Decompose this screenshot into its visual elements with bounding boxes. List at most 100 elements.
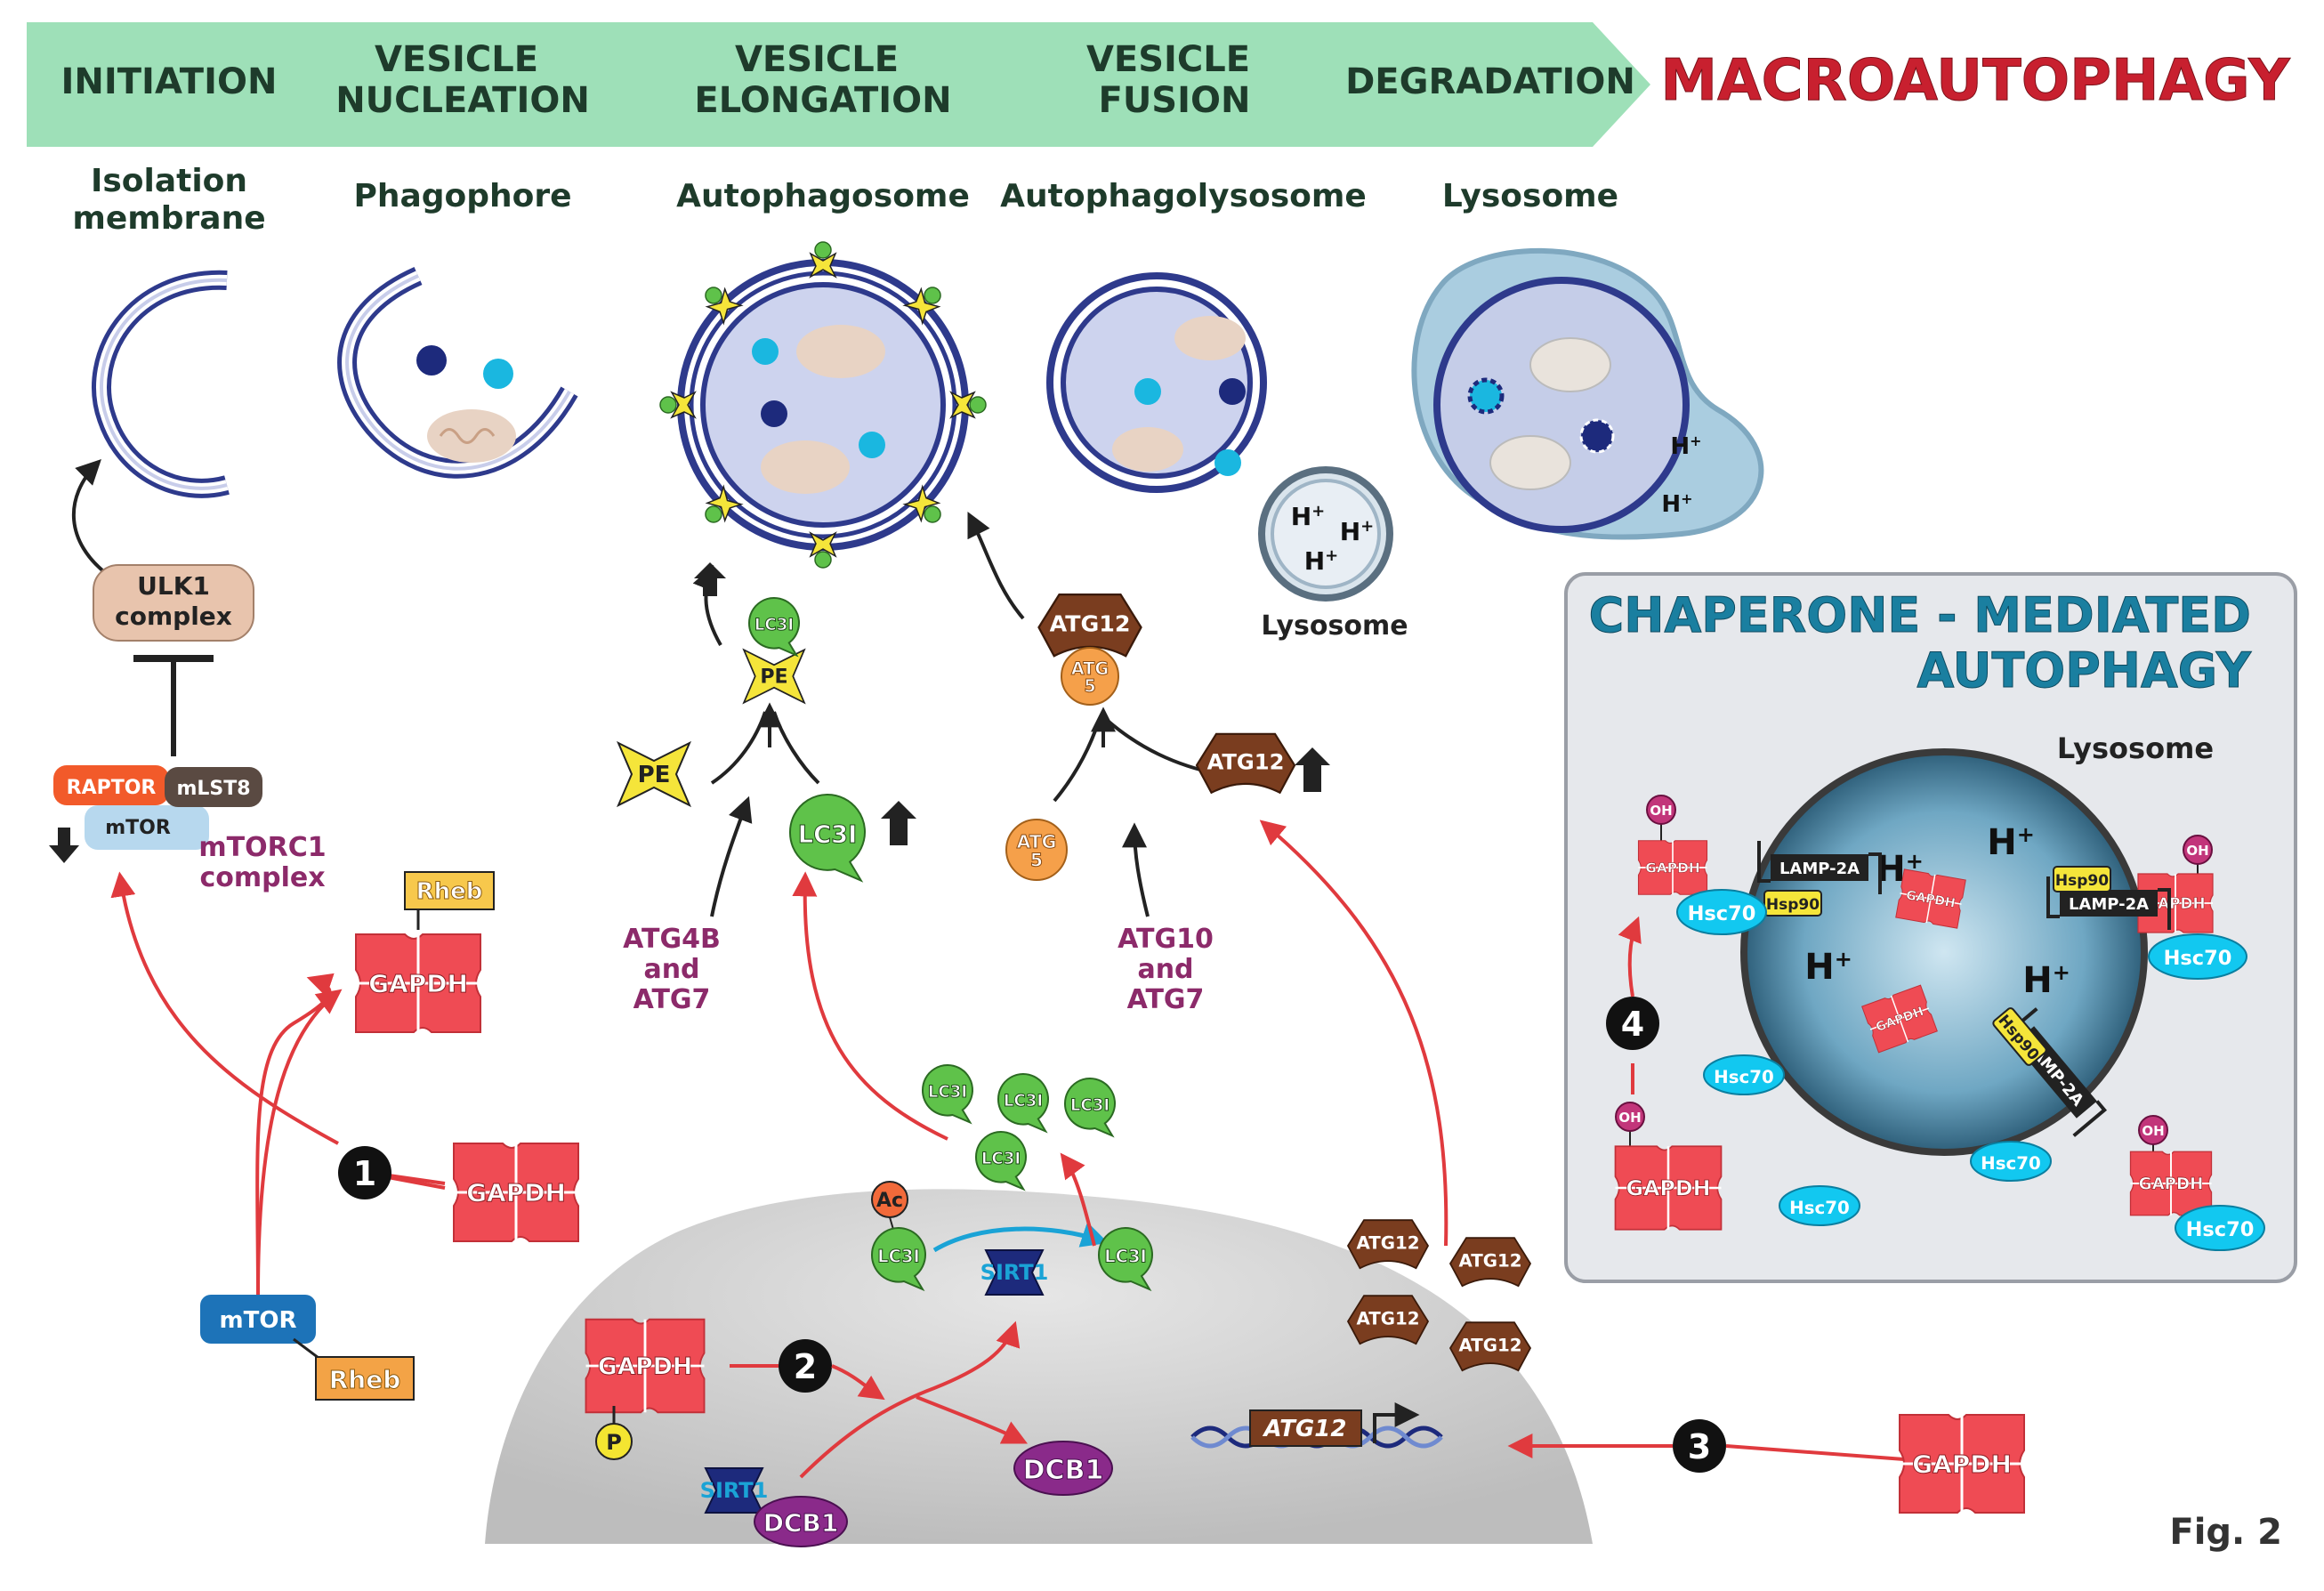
arrow-mtor-to-gapdh <box>256 989 343 1296</box>
gapdh: GAPDH <box>2129 1151 2213 1216</box>
label-autophagolysosome: Autophagolysosome <box>1000 178 1367 214</box>
hsp90: Hsp90 <box>2053 866 2111 892</box>
oh-group: OH <box>2138 1115 2168 1164</box>
svg-text:3: 3 <box>1688 1427 1711 1466</box>
atg12-label: ATG12 <box>1356 1309 1419 1329</box>
isolation-membrane <box>92 270 230 498</box>
free-mtor-box <box>200 1295 316 1344</box>
mtor-box <box>85 805 209 850</box>
pe-label: PE <box>760 666 787 689</box>
atg12-label: ATG12 <box>1458 1251 1521 1272</box>
lc3-label: LC3I <box>754 616 794 634</box>
sirt1-label: SIRT1 <box>980 1260 1049 1285</box>
sirt1-label: SIRT1 <box>700 1478 769 1503</box>
gapdh-label: GAPDH <box>598 1353 692 1381</box>
stage-fusion: VESICLE FUSION <box>1086 39 1263 121</box>
proton: H+ <box>1304 546 1339 576</box>
atg5-label: 5 <box>1084 676 1095 697</box>
pe-lipid: PE <box>617 740 691 808</box>
gapdh: GAPDH <box>1899 1414 2025 1514</box>
cargo-dot <box>483 359 513 389</box>
lc3-pe-marker <box>949 391 987 419</box>
atg12-label: ATG12 <box>1356 1233 1419 1254</box>
hsp90: Hsp90 <box>1763 890 1822 917</box>
mlst8-label: mLST8 <box>176 778 250 800</box>
sirt1-protein: SIRT1 <box>700 1467 769 1514</box>
oh-label: OH <box>2186 843 2208 859</box>
stage-initiation: INITIATION <box>61 61 278 102</box>
svg-text:4: 4 <box>1621 1005 1644 1044</box>
atg12-protein: ATG12 <box>1037 594 1142 658</box>
macroautophagy-title: MACROAUTOPHAGY <box>1660 48 2290 114</box>
svg-text:H+: H+ <box>1987 822 2035 863</box>
gapdh: GAPDH <box>1895 868 1966 929</box>
oh-label: OH <box>1618 1110 1641 1126</box>
gapdh: GAPDH <box>2137 873 2214 933</box>
pe-lipid: PE <box>742 648 806 705</box>
gapdh-label: GAPDH <box>1912 1450 2012 1479</box>
hsc70-label: Hsc70 <box>2164 947 2232 970</box>
atg12-protein: ATG12 <box>1448 1321 1532 1372</box>
rheb-box <box>404 871 495 910</box>
svg-text:1: 1 <box>353 1154 376 1193</box>
gapdh: GAPDH <box>1861 984 1938 1054</box>
stage-nucleation: VESICLE NUCLEATION <box>335 39 590 121</box>
dcb1-free <box>1013 1441 1113 1496</box>
atg5-label: ATG <box>1071 658 1109 679</box>
hsc70: Hsc70 <box>1676 889 1767 935</box>
label-small-lysosome: Lysosome <box>1261 610 1408 642</box>
lc3-pe-marker <box>659 391 697 419</box>
gapdh: GAPDH <box>453 1143 579 1242</box>
atg12-protein: ATG12 <box>1346 1295 1430 1345</box>
free-rheb-label: Rheb <box>329 1365 401 1394</box>
oh-label: OH <box>2142 1123 2164 1139</box>
svg-text:ATG12: ATG12 <box>1263 1416 1347 1442</box>
svg-text:DCB1: DCB1 <box>1023 1455 1104 1486</box>
hsc70-label: Hsc70 <box>1714 1067 1774 1087</box>
stage-banner: INITIATION VESICLE NUCLEATION VESICLE EL… <box>27 22 2291 147</box>
down-arrow-icon <box>49 828 79 863</box>
lc3-protein: LC3I <box>747 597 800 658</box>
hsc70-label: Hsc70 <box>1981 1153 2041 1174</box>
lc3-pe-markers <box>659 241 987 569</box>
lc3-label: LC3I <box>928 1083 967 1102</box>
proton: H+ <box>1670 432 1701 460</box>
lc3-pe-marker <box>902 287 941 326</box>
lc3-label: LC3I <box>877 1246 920 1266</box>
figure-label: Fig. 2 <box>2169 1512 2282 1553</box>
label-autophagosome: Autophagosome <box>676 178 970 214</box>
hsc70: Hsc70 <box>1703 1054 1785 1095</box>
atg12-label: ATG12 <box>1458 1336 1521 1356</box>
atg12-gene-box <box>1249 1409 1362 1447</box>
lc3-protein: LC3I <box>1063 1078 1116 1138</box>
hsp90-label: Hsp90 <box>2055 872 2109 890</box>
up-arrow-icon <box>1295 747 1330 792</box>
lamp-label: LAMP-2A <box>2069 895 2149 914</box>
oh-group: OH <box>2183 835 2213 884</box>
gapdh: GAPDH <box>585 1318 706 1414</box>
lc3-pe-marker <box>705 287 744 326</box>
label-phagophore: Phagophore <box>353 178 571 214</box>
hsc70: Hsc70 <box>1779 1185 1860 1226</box>
lamp-2a: LAMP-2A <box>1757 841 1882 894</box>
svg-text:Ac: Ac <box>876 1190 903 1212</box>
raptor-label: RAPTOR <box>67 777 157 799</box>
lc3-pe-marker <box>705 484 744 523</box>
gapdh-label: GAPDH <box>466 1178 566 1207</box>
lc3-protein: LC3I <box>921 1064 973 1125</box>
degradation-lysosome: H+ H+ <box>1411 247 1764 540</box>
lc3-pe-marker <box>902 484 941 523</box>
sirt1-protein: SIRT1 <box>980 1249 1049 1296</box>
pe-label: PE <box>638 762 671 788</box>
svg-text:P: P <box>606 1430 622 1455</box>
